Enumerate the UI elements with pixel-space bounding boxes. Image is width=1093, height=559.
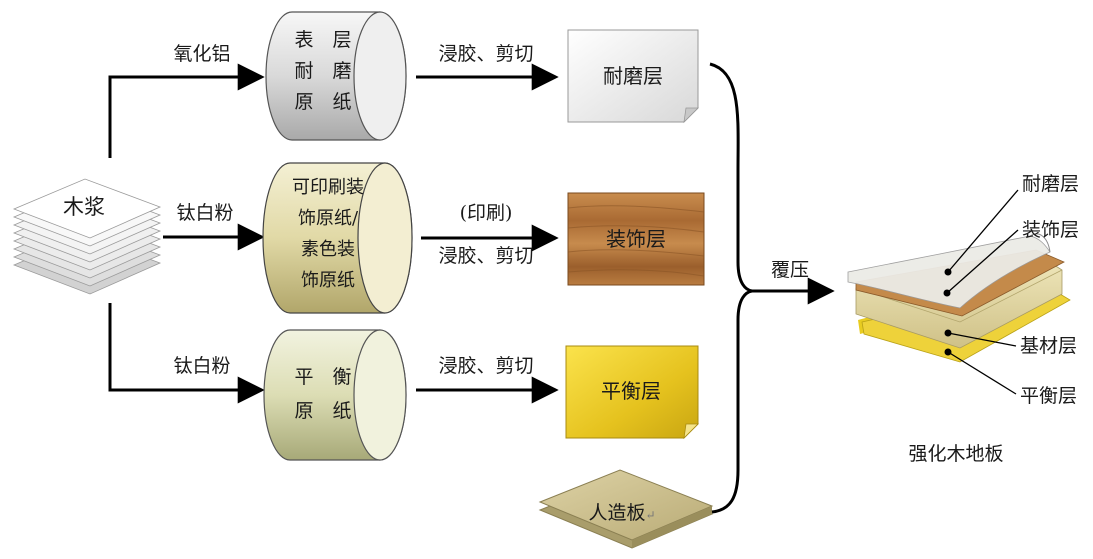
layer-leaders bbox=[943, 189, 1019, 395]
layer-label-balance: 平衡层 bbox=[1020, 385, 1077, 407]
result-caption: 强化木地板 bbox=[908, 443, 1003, 465]
sheet-wear-label: 耐磨层 bbox=[603, 64, 663, 88]
layer-label-decor: 装饰层 bbox=[1022, 219, 1079, 241]
roll-bottom-line-2: 原 纸 bbox=[294, 400, 351, 422]
board-label: 人造板↵ bbox=[588, 502, 655, 524]
roll-middle-line-3: 素色装 bbox=[301, 239, 355, 260]
process-middle-1: (印刷) bbox=[460, 202, 513, 224]
press-label: 覆压 bbox=[771, 259, 809, 281]
additive-middle: 钛白粉 bbox=[176, 202, 233, 224]
sheet-balance-layer: 平衡层 bbox=[565, 345, 699, 440]
additive-bottom: 钛白粉 bbox=[173, 355, 230, 377]
pulp-stack: 木浆 bbox=[12, 178, 162, 295]
process-middle-2: 浸胶、剪切 bbox=[438, 245, 533, 267]
roll-top-line-3: 原 纸 bbox=[294, 91, 351, 113]
roll-top-line-1: 表 层 bbox=[294, 29, 351, 51]
sheet-balance-label: 平衡层 bbox=[601, 379, 661, 403]
roll-top: 表 层 耐 磨 原 纸 bbox=[265, 11, 407, 141]
roll-top-line-2: 耐 磨 bbox=[294, 60, 351, 82]
roll-bottom-line-1: 平 衡 bbox=[294, 366, 351, 388]
roll-middle-line-4: 饰原纸 bbox=[301, 270, 355, 291]
roll-bottom: 平 衡 原 纸 bbox=[263, 329, 407, 461]
laminate-floor bbox=[847, 233, 1071, 363]
return-mark: ↵ bbox=[645, 508, 655, 522]
pulp-label: 木浆 bbox=[63, 195, 105, 219]
sheet-decor-label: 装饰层 bbox=[606, 227, 666, 251]
layer-label-core: 基材层 bbox=[1020, 335, 1077, 357]
layer-label-wear: 耐磨层 bbox=[1022, 173, 1079, 195]
sheet-decor-layer: 装饰层 bbox=[567, 192, 705, 286]
roll-middle: 可印刷装 饰原纸/ 素色装 饰原纸 bbox=[262, 162, 413, 314]
sheet-wear-layer: 耐磨层 bbox=[567, 29, 699, 124]
process-top: 浸胶、剪切 bbox=[438, 43, 533, 65]
roll-middle-line-1: 可印刷装 bbox=[292, 177, 364, 198]
process-bottom: 浸胶、剪切 bbox=[438, 355, 533, 377]
merge-brace: 覆压 bbox=[709, 62, 835, 514]
roll-middle-line-2: 饰原纸/ bbox=[298, 208, 359, 229]
additive-top: 氧化铝 bbox=[173, 43, 230, 65]
board-sheet: 人造板↵ bbox=[538, 469, 714, 549]
pulp-connectors bbox=[108, 63, 265, 404]
